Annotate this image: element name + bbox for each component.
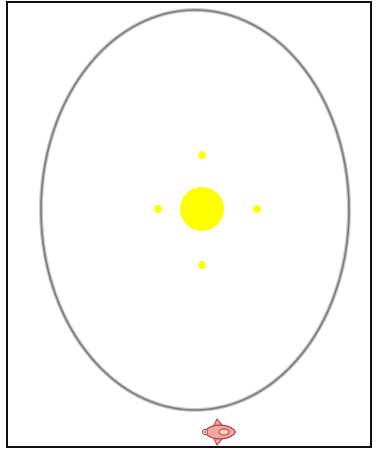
moon-dot-right	[253, 205, 261, 213]
moon-dot-top	[198, 151, 206, 159]
rocket-window	[219, 429, 229, 435]
moon-dot-left	[154, 205, 162, 213]
moon-dot-bottom	[198, 261, 206, 269]
rocket-exhaust-core	[204, 431, 206, 433]
sun-icon	[180, 187, 224, 231]
rocket-ship-icon[interactable]	[203, 419, 236, 445]
